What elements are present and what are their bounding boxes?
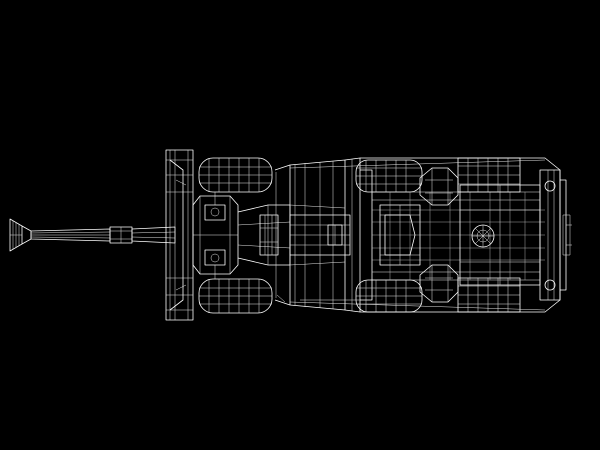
front-right-wheel — [198, 278, 273, 314]
engine-hood — [274, 159, 351, 311]
front-bumper — [165, 149, 194, 321]
rear-tailgate — [539, 169, 572, 301]
rear-right-wheel — [355, 279, 423, 313]
side-rails — [276, 159, 546, 311]
front-left-wheel — [198, 157, 273, 193]
vehicle-body — [360, 157, 561, 313]
rear-fenders — [457, 157, 521, 313]
gun-barrel — [9, 218, 176, 252]
front-axle — [192, 192, 291, 279]
